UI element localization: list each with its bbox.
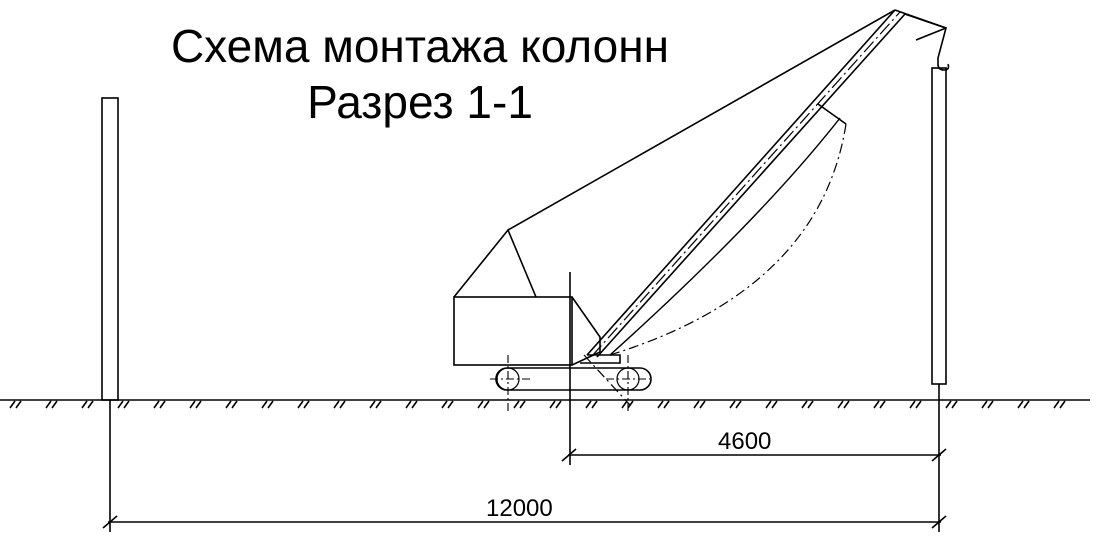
ground-hatch-mark xyxy=(513,400,520,409)
section-label: Разрез 1-1 xyxy=(307,76,533,128)
ground-hatch-mark xyxy=(987,400,994,409)
ground-hatch-mark xyxy=(801,400,808,409)
ground-hatch-mark xyxy=(657,400,664,409)
ground-hatch-mark xyxy=(159,400,166,409)
ground-hatch-mark xyxy=(837,400,844,409)
ground-hatch-mark xyxy=(915,400,922,409)
ground-hatch-mark xyxy=(519,400,526,409)
ground-hatch-mark xyxy=(693,400,700,409)
crane-a-frame xyxy=(453,228,537,298)
ground-hatch-mark xyxy=(231,400,238,409)
dimension-4600 xyxy=(561,384,947,465)
ground-hatch-mark xyxy=(1023,400,1030,409)
ground-hatch-mark xyxy=(153,400,160,409)
ground-hatch-mark xyxy=(297,400,304,409)
title-block: Схема монтажа колонн Разрез 1-1 xyxy=(0,18,840,130)
ground-hatch-mark xyxy=(477,400,484,409)
ground-hatch-mark xyxy=(117,400,124,409)
ground-hatch-mark xyxy=(87,400,94,409)
ground-hatch-mark xyxy=(771,400,778,409)
crane-boom xyxy=(580,9,950,364)
ground-hatch-mark xyxy=(729,400,736,409)
dimension-label-12000: 12000 xyxy=(486,495,553,522)
ground-hatch-mark xyxy=(9,400,16,409)
boom-swing-arc xyxy=(609,123,847,356)
ground-hatch-mark xyxy=(483,400,490,409)
hook-icon xyxy=(937,58,950,71)
ground-hatching xyxy=(9,400,1066,409)
ground-hatch-mark xyxy=(189,400,196,409)
ground-hatch-mark xyxy=(735,400,742,409)
ground-hatch-mark xyxy=(909,400,916,409)
ground-hatch-mark xyxy=(339,400,346,409)
ground-hatch-mark xyxy=(51,400,58,409)
ground-hatch-mark xyxy=(1053,400,1060,409)
ground-hatch-mark xyxy=(621,400,628,409)
ground-hatch-mark xyxy=(699,400,706,409)
ground-hatch-mark xyxy=(663,400,670,409)
ground-hatch-mark xyxy=(411,400,418,409)
ground-hatch-mark xyxy=(585,400,592,409)
boom-pendant xyxy=(507,9,896,231)
ground-hatch-mark xyxy=(375,400,382,409)
ground-hatch-mark xyxy=(261,400,268,409)
ground-hatch-mark xyxy=(1059,400,1066,409)
left-column xyxy=(101,97,119,401)
ground-hatch-mark xyxy=(807,400,814,409)
ground xyxy=(0,399,1090,409)
ground-hatch-mark xyxy=(195,400,202,409)
ground-hatch-mark xyxy=(549,400,556,409)
ground-hatch-mark xyxy=(267,400,274,409)
crane xyxy=(453,9,950,465)
ground-hatch-mark xyxy=(447,400,454,409)
ground-hatch-mark xyxy=(879,400,886,409)
ground-hatch-mark xyxy=(1017,400,1024,409)
ground-hatch-mark xyxy=(45,400,52,409)
ground-hatch-mark xyxy=(123,400,130,409)
dimension-12000 xyxy=(102,400,947,532)
diagram-title: Схема монтажа колонн xyxy=(170,20,670,72)
crane-cab xyxy=(453,296,573,366)
ground-hatch-mark xyxy=(333,400,340,409)
ground-hatch-mark xyxy=(555,400,562,409)
ground-hatch-mark xyxy=(369,400,376,409)
ground-hatch-mark xyxy=(945,400,952,409)
ground-hatch-mark xyxy=(405,400,412,409)
ground-hatch-mark xyxy=(81,400,88,409)
ground-hatch-mark xyxy=(591,400,598,409)
ground-hatch-mark xyxy=(441,400,448,409)
ground-hatch-mark xyxy=(873,400,880,409)
ground-hatch-mark xyxy=(15,400,22,409)
dimension-label-4600: 4600 xyxy=(718,428,772,455)
ground-hatch-mark xyxy=(225,400,232,409)
ground-hatch-mark xyxy=(981,400,988,409)
ground-hatch-mark xyxy=(627,400,634,409)
right-column xyxy=(931,67,947,385)
ground-hatch-mark xyxy=(951,400,958,409)
ground-hatch-mark xyxy=(843,400,850,409)
ground-hatch-mark xyxy=(303,400,310,409)
ground-hatch-mark xyxy=(765,400,772,409)
